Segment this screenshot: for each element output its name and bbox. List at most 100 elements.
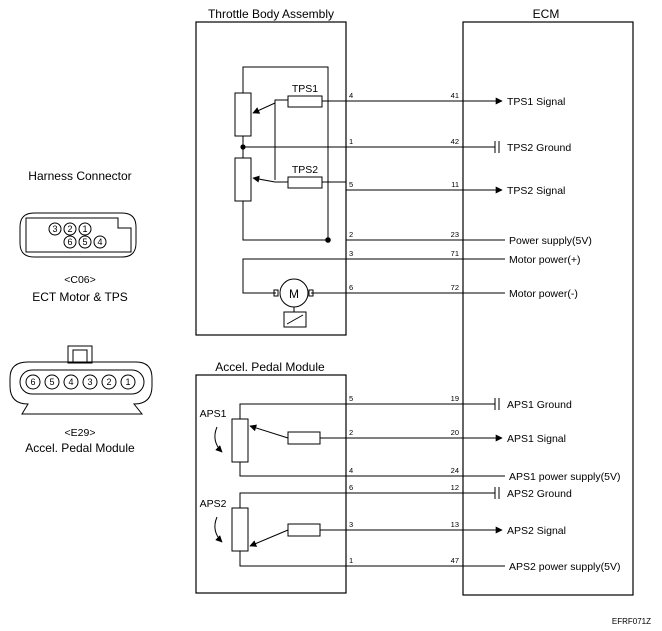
e29-pin-3: 3 [82,374,98,390]
pedal-pin-number: 4 [349,466,353,475]
svg-text:3: 3 [52,224,57,234]
tps-circuit: TPS1 TPS2 [234,66,346,243]
e29-pin-4: 4 [63,374,79,390]
pedal-pin-number: 1 [349,556,353,565]
throttle-body-title: Throttle Body Assembly [208,7,334,21]
throttle-body-box [195,21,347,336]
ecm-pin-number: 19 [451,394,459,403]
e29-pin-5: 5 [44,374,60,390]
aps2-resistor [231,507,249,552]
c06-pin-1: 1 [78,222,92,236]
svg-text:4: 4 [97,237,102,247]
ecm-signal-label: Power supply(5V) [509,235,592,247]
tps1-sensor [287,95,323,108]
ecm-signal-label: Motor power(+) [509,254,580,266]
aps1-sensor [287,431,321,445]
c06-pin-2: 2 [63,222,77,236]
throttle-pin-number: 6 [349,283,353,292]
pedal-pin-number: 6 [349,483,353,492]
ecm-signal-label: APS2 Ground [507,488,572,500]
ecm-title: ECM [533,7,560,21]
pedal-pin-number: 5 [349,394,353,403]
ecm-signal-label: APS1 Signal [507,433,566,445]
throttle-motor: M [242,258,346,328]
ecm-pin-number: 20 [451,428,459,437]
ecm-signal-label: TPS1 Signal [507,96,565,108]
tps2-sensor [287,176,323,189]
tps1-label: TPS1 [292,83,318,95]
ecm-signal-label: APS2 Signal [507,525,566,537]
throttle-pin-number: 3 [349,249,353,258]
svg-text:2: 2 [106,377,111,387]
pedal-pin-number: 3 [349,520,353,529]
ecm-pin-number: 47 [451,556,459,565]
ecm-signal-label: Motor power(-) [509,288,578,300]
accel-pedal-title: Accel. Pedal Module [215,360,325,374]
c06-pin-3: 3 [48,222,62,236]
ecm-pin-number: 12 [451,483,459,492]
ecm-signal-label: APS2 power supply(5V) [509,561,620,573]
ecm-pin-number: 41 [451,91,459,100]
svg-text:6: 6 [30,377,35,387]
e29-pin-6: 6 [25,374,41,390]
svg-text:1: 1 [82,224,87,234]
aps1-resistor [231,418,249,463]
aps1-label: APS1 [200,408,227,420]
svg-text:3: 3 [87,377,92,387]
aps2-label: APS2 [200,498,227,510]
e29-pin-2: 2 [101,374,117,390]
throttle-pin-number: 2 [349,230,353,239]
tps2-resistor [234,157,252,202]
ecm-pin-number: 72 [451,283,459,292]
ecm-signal-label: APS1 power supply(5V) [509,471,620,483]
ecm-pin-number: 24 [451,466,459,475]
ecm-pin-number: 42 [451,137,459,146]
ecm-pin-number: 13 [451,520,459,529]
svg-text:6: 6 [67,237,72,247]
connector-e29: 6 5 4 3 2 1 [9,345,153,415]
e29-pin-1: 1 [120,374,136,390]
ecm-signal-label: TPS2 Signal [507,185,565,197]
c06-pin-6: 6 [63,235,77,249]
harness-connector-title: Harness Connector [28,169,131,183]
figure-code: EFRF071Z [612,617,651,626]
ecm-pin-number: 71 [451,249,459,258]
ecm-signal-label: TPS2 Ground [507,142,571,154]
ecm-pin-number: 11 [451,180,459,189]
svg-text:4: 4 [68,377,73,387]
c06-code: <C06> [64,274,96,286]
supply-junction [325,237,331,243]
throttle-pin-number: 1 [349,137,353,146]
ecm-pin-number: 23 [451,230,459,239]
accel-pedal-box [195,374,347,594]
pedal-pin-number: 2 [349,428,353,437]
aps-circuit: APS1 APS2 [200,403,346,567]
svg-text:5: 5 [82,237,87,247]
motor-label: M [289,287,299,301]
throttle-pin-number: 5 [349,180,353,189]
svg-text:5: 5 [49,377,54,387]
tps1-resistor [234,92,252,137]
e29-code: <E29> [65,427,96,439]
svg-text:2: 2 [67,224,72,234]
ecm-box [462,21,634,596]
throttle-pin-number: 4 [349,91,353,100]
tps2-label: TPS2 [292,164,318,176]
c06-pin-4: 4 [93,235,107,249]
c06-pin-5: 5 [78,235,92,249]
ecm-signal-label: APS1 Ground [507,399,572,411]
